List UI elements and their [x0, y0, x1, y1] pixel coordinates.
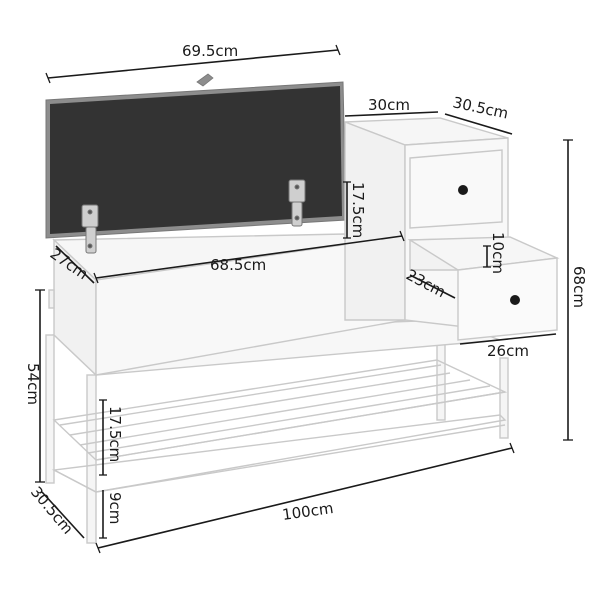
- label-total-height: 68cm: [570, 266, 588, 308]
- label-bench-height: 54cm: [24, 363, 42, 405]
- dim-line-drawer-depth: [409, 274, 456, 299]
- dim-line-storage-width: [95, 235, 403, 279]
- label-drawer-width: 26cm: [487, 342, 529, 360]
- shelf-rail-2: [69, 372, 451, 436]
- lid-cushion: [50, 86, 342, 234]
- shelf-rail-4: [87, 385, 491, 454]
- label-bottom-clearance: 9cm: [106, 492, 124, 524]
- label-lid-gap: 17.5cm: [349, 182, 367, 238]
- top-drawer-front[interactable]: [409, 149, 503, 229]
- dim-line-total-width: [97, 447, 513, 549]
- dim-line-storage-depth: [55, 245, 95, 284]
- dim-line-drawer-width: [459, 333, 557, 345]
- lower-front-rail: [95, 424, 506, 493]
- dimension-lines: [35, 44, 573, 554]
- open-drawer-knob-icon[interactable]: [510, 295, 520, 305]
- label-shelf-spacing: 17.5cm: [106, 406, 124, 462]
- lower-side-rail: [53, 469, 97, 493]
- label-lid-width: 69.5cm: [182, 42, 238, 60]
- side-handle-icon: [48, 289, 55, 309]
- dim-line-lid-width: [47, 49, 339, 79]
- shelf-rail-5: [95, 391, 506, 461]
- storage-box: [48, 233, 406, 377]
- label-total-width: 100cm: [281, 499, 335, 524]
- right-front-leg: [499, 357, 509, 439]
- front-left-leg: [86, 374, 97, 544]
- label-total-depth: 30.5cm: [27, 483, 77, 538]
- left-hinge-icon: [81, 204, 99, 254]
- drawer-cabinet: [344, 117, 560, 341]
- label-drawer-height: 10cm: [489, 232, 507, 274]
- shelf-rail-3: [79, 379, 471, 446]
- top-drawer-knob-icon[interactable]: [458, 185, 468, 195]
- dim-line-cabinet-depth: [444, 113, 513, 135]
- dim-line-cabinet-width: [344, 111, 439, 117]
- shelf-rail-1: [59, 364, 442, 426]
- label-storage-width: 68.5cm: [210, 256, 266, 274]
- back-right-leg: [436, 339, 446, 421]
- dim-line-total-depth: [41, 491, 85, 539]
- open-lid: [45, 73, 347, 254]
- label-cabinet-width: 30cm: [368, 96, 410, 114]
- lid-strap-icon: [196, 73, 214, 87]
- back-left-leg: [45, 334, 55, 484]
- open-drawer-front[interactable]: [457, 257, 558, 341]
- right-hinge-icon: [288, 179, 306, 227]
